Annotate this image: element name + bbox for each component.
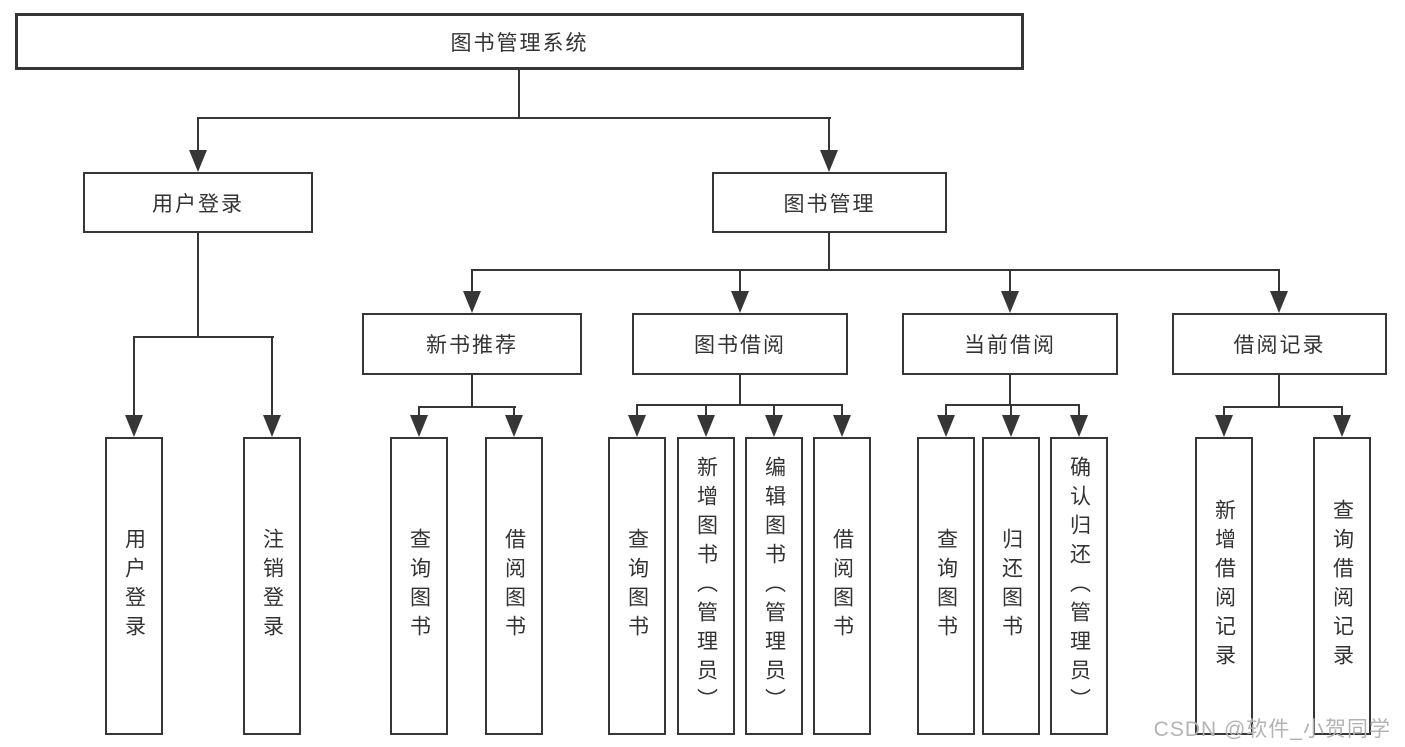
node-user-login: 用户登录: [83, 172, 313, 233]
leaf-query-books-current: 查询图书: [917, 437, 975, 735]
arrow-down-icon: [937, 415, 955, 437]
connector-line: [133, 336, 135, 416]
node-library-system: 图书管理系统: [15, 13, 1024, 70]
connector-line: [471, 375, 473, 408]
leaf-add-borrow-record: 新增借阅记录: [1195, 437, 1253, 735]
node-book-borrowing: 图书借阅: [632, 313, 848, 375]
leaf-borrow-books-borrowing: 借阅图书: [813, 437, 871, 735]
arrow-down-icon: [697, 415, 715, 437]
connector-line: [739, 375, 741, 406]
leaf-label: 归还图书: [999, 528, 1023, 644]
connector-line: [513, 406, 515, 418]
connector-line: [1278, 375, 1280, 408]
leaf-logout: 注销登录: [243, 437, 301, 735]
arrow-down-icon: [1070, 415, 1088, 437]
connector-line: [1278, 269, 1280, 292]
arrow-down-icon: [1333, 415, 1351, 437]
arrow-down-icon: [820, 150, 838, 172]
node-label: 图书管理系统: [450, 31, 589, 55]
node-current-borrowing: 当前借阅: [902, 313, 1118, 375]
connector-line: [1010, 404, 1012, 418]
leaf-label: 编辑图书（管理员）: [762, 455, 786, 717]
leaf-label: 用户登录: [122, 528, 146, 644]
connector-line: [636, 404, 638, 418]
leaf-borrow-books-recommend: 借阅图书: [485, 437, 543, 735]
node-label: 图书管理: [783, 192, 876, 216]
connector-line: [133, 336, 274, 338]
arrow-down-icon: [833, 415, 851, 437]
connector-line: [1009, 269, 1011, 292]
arrow-down-icon: [1270, 291, 1288, 313]
connector-line: [518, 70, 520, 118]
node-borrowing-records: 借阅记录: [1172, 313, 1387, 375]
leaf-label: 新增借阅记录: [1212, 499, 1236, 673]
leaf-label: 查询图书: [407, 528, 431, 644]
arrow-down-icon: [765, 415, 783, 437]
leaf-label: 确认归还（管理员）: [1067, 455, 1091, 717]
leaf-label: 查询图书: [934, 528, 958, 644]
leaf-user-login: 用户登录: [105, 437, 163, 735]
arrow-down-icon: [125, 415, 143, 437]
node-label: 新书推荐: [426, 334, 518, 357]
leaf-add-book-admin: 新增图书（管理员）: [677, 437, 735, 735]
connector-line: [471, 269, 1280, 271]
arrow-down-icon: [410, 415, 428, 437]
node-new-book-recommend: 新书推荐: [362, 313, 582, 375]
arrow-down-icon: [463, 291, 481, 313]
leaf-label: 新增图书（管理员）: [694, 455, 718, 717]
connector-line: [1223, 406, 1343, 408]
connector-line: [1341, 406, 1343, 418]
leaf-label: 查询借阅记录: [1330, 499, 1354, 673]
connector-line: [705, 404, 707, 418]
arrow-down-icon: [1002, 415, 1020, 437]
connector-line: [773, 404, 775, 418]
arrow-down-icon: [189, 150, 207, 172]
connector-line: [197, 117, 831, 119]
leaf-query-books-recommend: 查询图书: [390, 437, 448, 735]
connector-line: [197, 117, 199, 152]
connector-line: [841, 404, 843, 418]
connector-line: [636, 404, 843, 406]
connector-line: [1223, 406, 1225, 418]
leaf-query-books-borrowing: 查询图书: [608, 437, 666, 735]
watermark: CSDN @软件_小贺同学: [1153, 718, 1391, 741]
connector-line: [945, 404, 947, 418]
leaf-label: 注销登录: [260, 528, 284, 644]
node-label: 用户登录: [152, 192, 244, 216]
connector-line: [271, 336, 273, 416]
connector-line: [828, 233, 830, 270]
arrow-down-icon: [731, 291, 749, 313]
arrow-down-icon: [1215, 415, 1233, 437]
connector-line: [945, 404, 1080, 406]
connector-line: [828, 117, 830, 152]
connector-line: [1078, 404, 1080, 418]
leaf-edit-book-admin: 编辑图书（管理员）: [745, 437, 803, 735]
arrow-down-icon: [263, 415, 281, 437]
arrow-down-icon: [1001, 291, 1019, 313]
leaf-label: 查询图书: [625, 528, 649, 644]
leaf-label: 借阅图书: [502, 528, 526, 644]
node-label: 图书借阅: [694, 334, 786, 357]
connector-line: [197, 233, 199, 337]
arrow-down-icon: [505, 415, 523, 437]
node-label: 借阅记录: [1233, 334, 1326, 357]
connector-line: [1009, 375, 1011, 406]
node-book-management: 图书管理: [712, 172, 947, 233]
connector-line: [471, 269, 473, 292]
connector-line: [418, 406, 420, 418]
leaf-label: 借阅图书: [830, 528, 854, 644]
node-label: 当前借阅: [964, 334, 1056, 357]
leaf-return-books: 归还图书: [982, 437, 1040, 735]
connector-line: [739, 269, 741, 292]
connector-line: [418, 406, 516, 408]
leaf-confirm-return-admin: 确认归还（管理员）: [1050, 437, 1108, 735]
arrow-down-icon: [628, 415, 646, 437]
leaf-query-borrow-record: 查询借阅记录: [1313, 437, 1371, 735]
